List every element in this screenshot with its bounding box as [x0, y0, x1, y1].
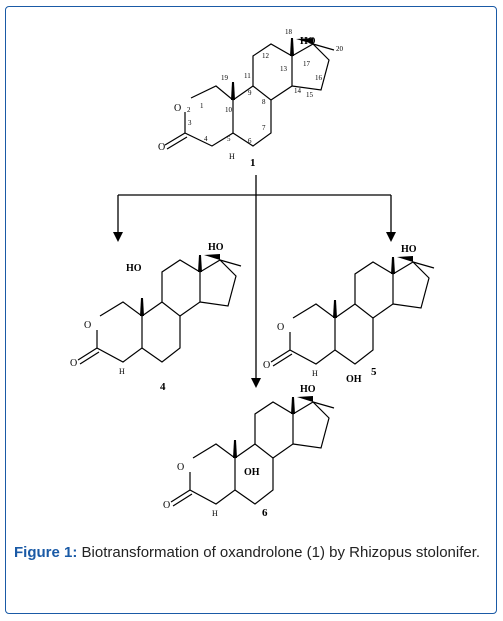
compound-4-wedges: [140, 254, 220, 316]
h-label-4: H: [119, 367, 125, 376]
h-label-6: H: [212, 509, 218, 518]
locant-1: 1: [200, 102, 204, 110]
hydroxyl-label-4: HO: [208, 242, 224, 253]
ring-O-6: O: [177, 462, 184, 473]
locant-16: 16: [315, 74, 323, 82]
reaction-arrows: [113, 175, 396, 388]
locant-17: 17: [303, 60, 311, 68]
locant-6: 6: [248, 137, 252, 145]
h-label-5: H: [312, 369, 318, 378]
figure-frame: [5, 6, 497, 614]
compound-number-5: 5: [371, 366, 377, 378]
substituent-label-6: OH: [244, 467, 260, 478]
locant-7: 7: [262, 124, 266, 132]
carbonyl-O-6: O: [163, 500, 170, 511]
substituent-label-5: OH: [346, 374, 362, 385]
locant-5: 5: [227, 135, 231, 143]
locant-13: 13: [280, 65, 288, 73]
figure-caption-text: Biotransformation of oxandrolone (1) by …: [81, 544, 481, 561]
hydroxyl-label-1: HO: [300, 36, 316, 47]
ring-O-4: O: [84, 320, 91, 331]
compound-number-1: 1: [250, 157, 256, 169]
locant-18: 18: [285, 28, 293, 36]
locant-3: 3: [188, 119, 192, 127]
compound-5: [270, 257, 435, 367]
locant-4: 4: [204, 135, 208, 143]
compound-number-6: 6: [262, 507, 268, 519]
carbonyl-O-5: O: [263, 360, 270, 371]
locant-14: 14: [294, 87, 302, 95]
compound-4: [77, 255, 242, 365]
compound-5-wedges: [333, 256, 413, 318]
figure-caption: Figure 1: Biotransformation of oxandrolo…: [14, 542, 484, 564]
locant-8: 8: [262, 98, 266, 106]
figure-label: Figure 1:: [14, 544, 78, 561]
carbonyl-O-4: O: [70, 358, 77, 369]
locant-12: 12: [262, 52, 270, 60]
h-label-1: H: [229, 152, 235, 161]
locant-20: 20: [336, 45, 344, 53]
atom-O2-1: O: [174, 103, 181, 114]
locant-10: 10: [225, 106, 233, 114]
locant-15: 15: [306, 91, 314, 99]
locant-19: 19: [221, 74, 229, 82]
locant-2: 2: [187, 106, 191, 114]
compound-6-wedges: [233, 396, 313, 458]
locant-9: 9: [248, 89, 252, 97]
hydroxyl-label-5: HO: [401, 244, 417, 255]
ring-O-5: O: [277, 322, 284, 333]
compound-6: [170, 397, 335, 507]
compound-1-wedges: [231, 38, 313, 100]
compound-number-4: 4: [160, 381, 166, 393]
substituent-label-4: HO: [126, 263, 142, 274]
hydroxyl-label-6: HO: [300, 384, 316, 395]
locant-11: 11: [244, 72, 251, 80]
atom-O-carbonyl-1: O: [158, 142, 165, 153]
